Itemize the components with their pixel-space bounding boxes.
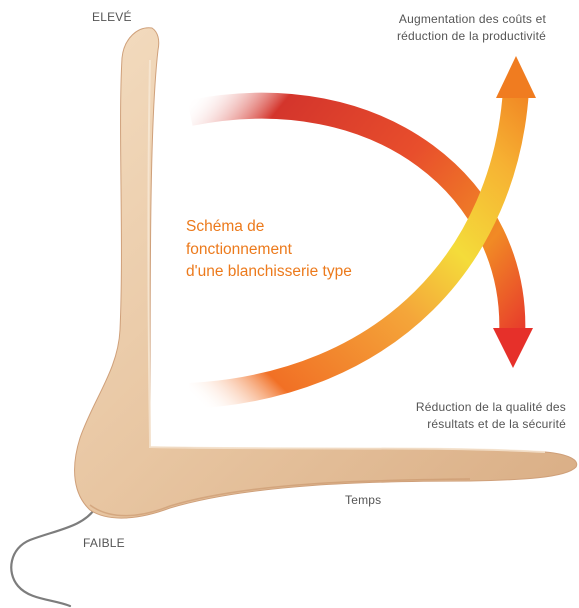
- hanger-hook: [10, 505, 98, 608]
- rising-curve-label-line1: Augmentation des coûts et: [398, 12, 546, 26]
- diagram-title-line2: fonctionnement: [186, 240, 292, 258]
- falling-curve-label-line1: Réduction de la qualité des: [415, 400, 566, 414]
- arrow-down-icon: [493, 328, 533, 368]
- diagram-title-line1: Schéma de: [186, 218, 265, 235]
- rising-curve-label: Augmentation des coûts et réduction de l…: [330, 11, 546, 45]
- axis-time-label: Temps: [345, 493, 382, 507]
- diagram-title: Schéma de fonctionnement d'une blanchiss…: [186, 216, 406, 284]
- wooden-hanger-icon: [74, 27, 578, 519]
- arrow-up-icon: [496, 56, 536, 98]
- falling-curve-label: Réduction de la qualité des résultats et…: [360, 399, 566, 433]
- diagram-title-line3: d'une blanchisserie type: [186, 263, 352, 280]
- axis-high-label: ELEVÉ: [92, 10, 132, 24]
- falling-curve-label-line2: résultats et de la sécurité: [427, 417, 566, 431]
- axis-low-label: FAIBLE: [83, 536, 125, 550]
- falling-curve-arrow: [187, 92, 533, 368]
- rising-curve-label-line2: réduction de la productivité: [396, 29, 546, 43]
- rising-curve-arrow: [189, 56, 536, 409]
